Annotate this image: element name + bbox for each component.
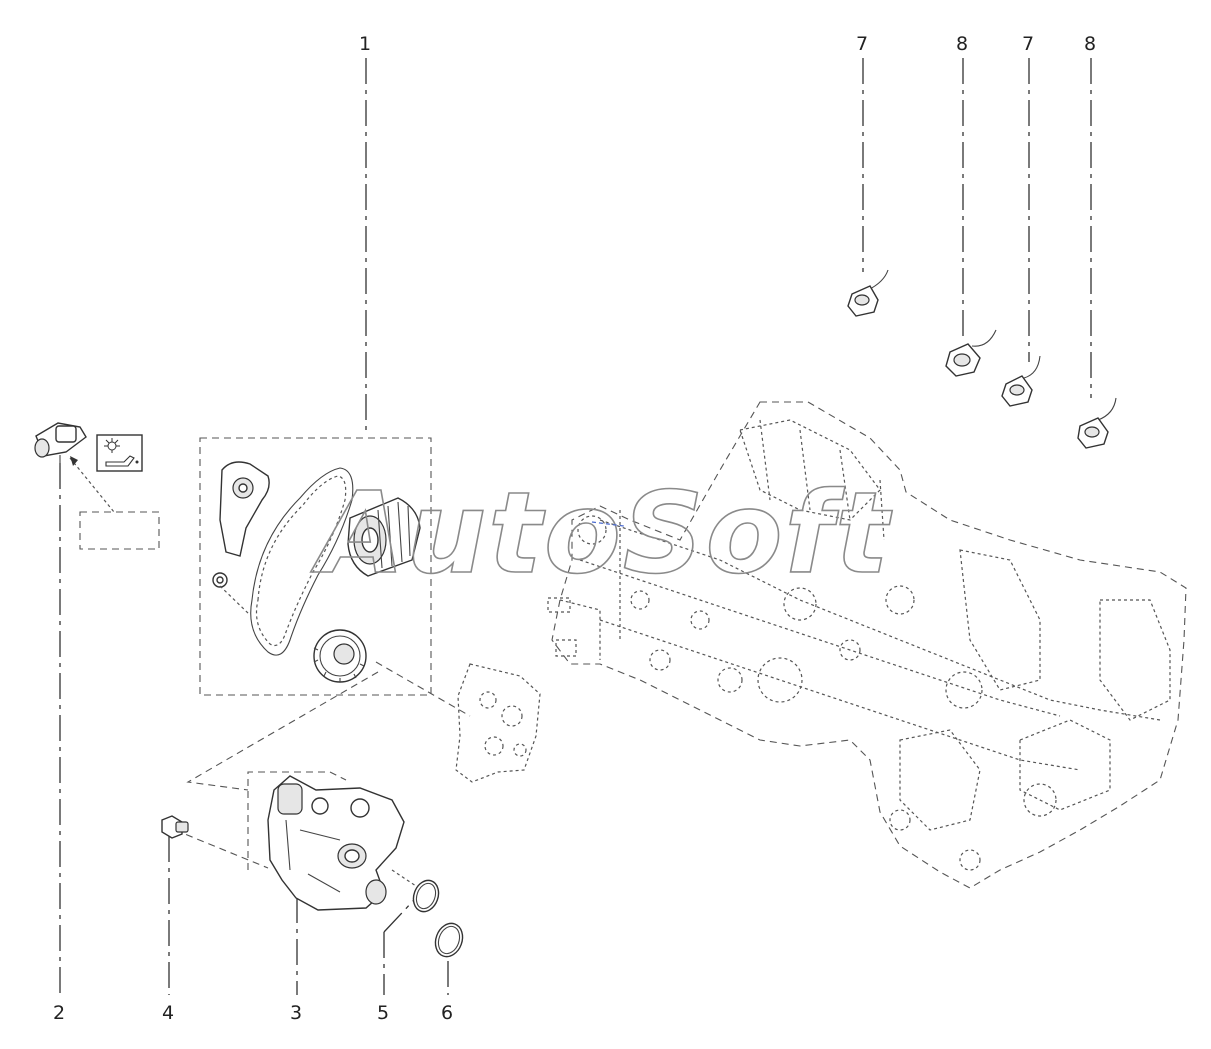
oil-jet-7-left	[847, 269, 889, 317]
o-ring-6	[434, 922, 464, 958]
pump-guide-line	[186, 671, 379, 791]
callout-2: 2	[53, 1002, 65, 1024]
timing-chain-kit	[199, 437, 432, 696]
oil-pump	[247, 771, 405, 911]
oil-jet-8-left	[945, 329, 997, 377]
leader-lines	[59, 58, 1092, 995]
blue-marker	[591, 521, 625, 527]
callout-7-left: 7	[856, 33, 868, 55]
callout-4: 4	[162, 1002, 174, 1024]
arrow-head	[70, 456, 78, 466]
callout-numbers: 1 7 8 7 8 2 4 3 5 6	[53, 33, 1096, 1024]
watermark: AutoSoft	[310, 469, 892, 599]
callout-7-right: 7	[1022, 33, 1034, 55]
gasket-guide-line	[375, 661, 471, 717]
switch-reference-box	[79, 511, 160, 550]
callout-1: 1	[359, 33, 371, 55]
oring-guide	[391, 869, 417, 887]
o-ring-5	[412, 879, 440, 913]
bolt-guide-line	[174, 829, 269, 869]
oil-pressure-warning-icon	[96, 434, 143, 472]
callout-8-left: 8	[956, 33, 968, 55]
chain-kit-outline	[199, 437, 432, 696]
callout-6: 6	[441, 1002, 453, 1024]
oil-jet-7-right	[1001, 355, 1041, 407]
bolt	[161, 815, 189, 839]
oil-pressure-switch	[34, 422, 87, 466]
callout-3: 3	[290, 1002, 302, 1024]
callout-8-right: 8	[1084, 33, 1096, 55]
oil-jet-8-right	[1077, 397, 1117, 449]
engine-block	[547, 401, 1187, 889]
callout-5: 5	[377, 1002, 389, 1024]
gasket	[455, 663, 541, 783]
